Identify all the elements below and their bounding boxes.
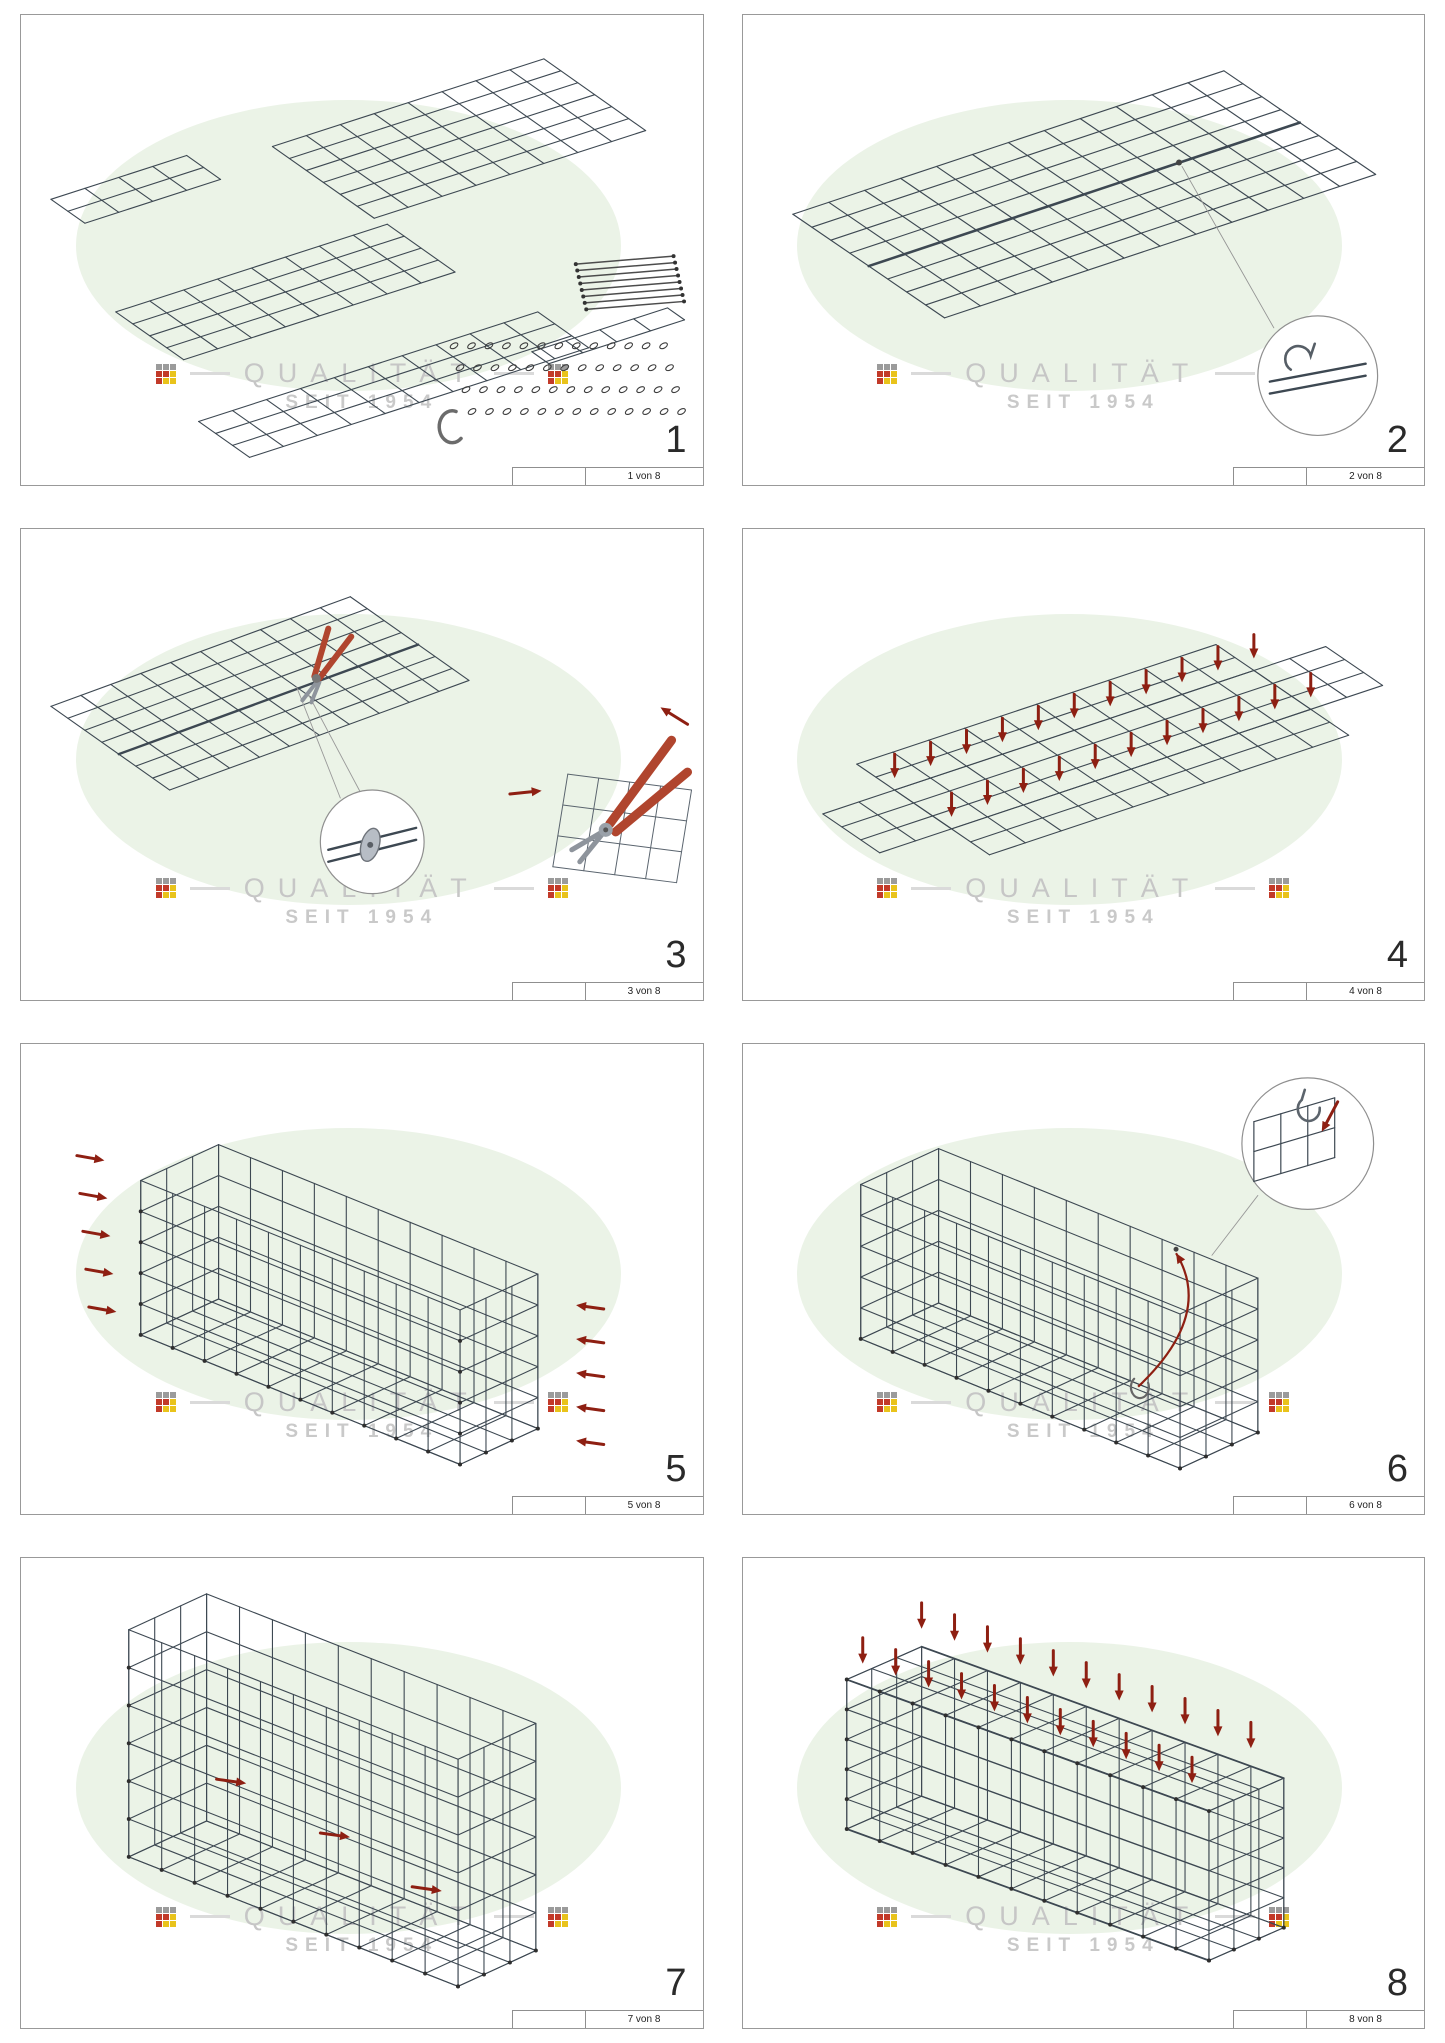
title-block: 7 von 8 xyxy=(511,2010,703,2028)
step-panel-3: QUALITÄT SEIT 1954 3 3 von 8 xyxy=(20,528,704,1001)
sheet-counter: 6 von 8 xyxy=(1349,1499,1382,1511)
step-panel-6: QUALITÄT SEIT 1954 6 6 von 8 xyxy=(741,1042,1425,1515)
sheet-counter: 5 von 8 xyxy=(627,1499,661,1511)
step-number: 2 xyxy=(1386,419,1408,462)
sheet-counter: 1 von 8 xyxy=(627,471,661,483)
step-panel-4: QUALITÄT SEIT 1954 4 4 von 8 xyxy=(741,528,1425,1001)
watermark-ellipse xyxy=(797,613,1343,906)
title-block: 5 von 8 xyxy=(511,1495,703,1514)
title-block-cell xyxy=(1234,1496,1307,1514)
step-panel-5: QUALITÄT SEIT 1954 5 5 von 8 xyxy=(20,1042,704,1515)
title-block: 3 von 8 xyxy=(511,981,703,1000)
illustration-joined-mats-detail xyxy=(791,70,1378,437)
title-block-cell xyxy=(513,1496,586,1514)
step-panel-8: QUALITÄT SEIT 1954 8 8 von 8 xyxy=(741,1556,1425,2029)
step-number: 6 xyxy=(1386,1447,1408,1490)
step-panel-2: QUALITÄT SEIT 1954 2 2 von 8 xyxy=(741,14,1425,487)
sheet-counter: 7 von 8 xyxy=(627,2014,661,2025)
title-block-cell xyxy=(1234,982,1307,1000)
step-number: 3 xyxy=(665,933,687,976)
step-panel-7: QUALITÄT SEIT 1954 7 7 von 8 xyxy=(20,1556,704,2029)
title-block: 1 von 8 xyxy=(511,467,703,486)
illustration-folded-basket-arrows xyxy=(75,1143,606,1466)
title-block-cell xyxy=(513,468,586,486)
watermark-ellipse xyxy=(75,1642,621,1934)
illustration-crimping-pliers xyxy=(50,596,693,895)
step-panel-1: QUALITÄT SEIT 1954 1 1 von 8 xyxy=(20,14,704,487)
title-block-cell xyxy=(513,982,586,1000)
title-block-cell xyxy=(1234,2011,1307,2028)
title-block: 2 von 8 xyxy=(1233,467,1424,486)
step-number: 7 xyxy=(665,1962,687,2004)
watermark-ellipse xyxy=(75,99,621,392)
title-block: 8 von 8 xyxy=(1233,2010,1424,2028)
step-number: 1 xyxy=(665,419,687,462)
illustration-parts-overview xyxy=(50,58,687,458)
sheet-counter: 8 von 8 xyxy=(1349,2014,1382,2025)
title-block-cell xyxy=(513,2011,586,2028)
illustration-hook-detail xyxy=(858,1076,1374,1470)
illustration-unfolded-cross-arrows xyxy=(821,633,1383,856)
sheet-counter: 4 von 8 xyxy=(1349,985,1382,997)
title-block: 4 von 8 xyxy=(1233,981,1424,1000)
step-number: 4 xyxy=(1386,933,1408,976)
illustration-lid-closing-arrows xyxy=(844,1601,1286,1963)
sheet-counter: 2 von 8 xyxy=(1349,471,1382,483)
title-block-cell xyxy=(1234,468,1307,486)
title-block: 6 von 8 xyxy=(1233,1495,1424,1514)
step-number: 5 xyxy=(665,1447,687,1490)
illustration-assembled-basket xyxy=(126,1593,538,1989)
sheet-counter: 3 von 8 xyxy=(627,985,661,997)
step-number: 8 xyxy=(1386,1962,1408,2004)
